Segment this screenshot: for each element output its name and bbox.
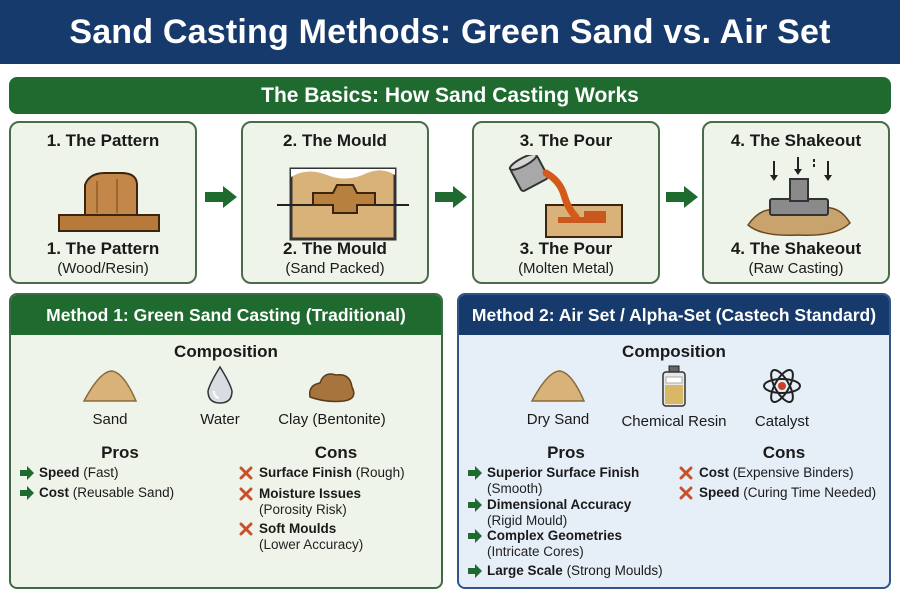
con-label: Moisture Issues (259, 486, 362, 501)
arrow-right-icon (468, 466, 482, 480)
arrow-right-icon (20, 466, 34, 480)
page-title-banner: Sand Casting Methods: Green Sand vs. Air… (0, 0, 900, 64)
atom-icon (763, 369, 801, 403)
pro-detail: (Smooth) (487, 481, 543, 496)
pro-label: Dimensional Accuracy (487, 497, 632, 512)
x-mark-icon (239, 487, 253, 501)
pro-label: Complex Geometries (487, 528, 623, 543)
ingredient-resin: Chemical Resin (609, 365, 739, 430)
step-caption: 3. The Pour (519, 239, 613, 258)
sand-pile-icon (530, 370, 586, 402)
x-mark-icon (679, 466, 693, 480)
resin-bottle-icon (662, 365, 686, 407)
con-label: Speed (699, 485, 740, 500)
step-detail: (Molten Metal) (518, 260, 614, 277)
composition-title: Composition (174, 342, 278, 361)
pro-label: Cost (39, 485, 69, 500)
step-detail: (Raw Casting) (748, 260, 844, 277)
step-title: 3. The Pour (519, 131, 613, 150)
step-detail: (Wood/Resin) (57, 260, 149, 277)
pro-item: Complex Geometries (Intricate Cores) (467, 528, 679, 560)
shakeout-icon (746, 157, 851, 237)
pro-label: Large Scale (487, 563, 563, 578)
con-detail: (Curing Time Needed) (743, 485, 877, 500)
pattern-icon (58, 172, 160, 232)
step-mould: 2. The Mould 2. The Mould (Sand Packed) (241, 121, 429, 284)
water-drop-icon (207, 365, 233, 404)
ingredient-dry-sand: Dry Sand (493, 365, 623, 428)
clay-lump-icon (308, 373, 355, 403)
step-title: 1. The Pattern (46, 131, 160, 150)
basics-header: The Basics: How Sand Casting Works (9, 77, 891, 114)
step-caption: 2. The Mould (283, 239, 387, 258)
x-mark-icon (239, 466, 253, 480)
composition-title: Composition (622, 342, 726, 361)
con-item: Soft Moulds (Lower Accuracy) (239, 521, 439, 553)
pro-item: Superior Surface Finish (Smooth) (467, 465, 679, 497)
pro-item: Speed (Fast) (19, 465, 229, 481)
arrow-right-icon (468, 529, 482, 543)
arrow-right-icon (666, 186, 698, 208)
pro-detail: (Reusable Sand) (72, 485, 175, 500)
step-detail: (Sand Packed) (285, 260, 385, 277)
cons-title: Cons (314, 443, 358, 462)
con-detail: (Porosity Risk) (259, 502, 347, 517)
con-item: Moisture Issues (Porosity Risk) (239, 486, 439, 518)
con-detail: (Expensive Binders) (732, 465, 854, 480)
pros-title: Pros (101, 443, 139, 462)
basics-title: The Basics: How Sand Casting Works (261, 83, 639, 107)
ingredient-clay: Clay (Bentonite) (267, 365, 397, 428)
ladle-pour-icon (508, 155, 623, 238)
method-air-set-panel: Method 2: Air Set / Alpha-Set (Castech S… (457, 293, 891, 589)
step-pattern: 1. The Pattern 1. The Pattern (Wood/Resi… (9, 121, 197, 284)
pro-detail: (Strong Moulds) (566, 563, 663, 578)
ingredient-label: Sand (92, 411, 128, 428)
x-mark-icon (239, 522, 253, 536)
ingredient-label: Dry Sand (526, 411, 590, 428)
step-caption: 1. The Pattern (46, 239, 160, 258)
mould-icon (277, 167, 409, 241)
page-title: Sand Casting Methods: Green Sand vs. Air… (69, 12, 831, 51)
pro-item: Dimensional Accuracy (Rigid Mould) (467, 497, 679, 529)
con-detail: (Lower Accuracy) (259, 537, 364, 552)
pro-item: Large Scale (Strong Moulds) (467, 563, 687, 579)
cons-title: Cons (762, 443, 806, 462)
method-green-sand-panel: Method 1: Green Sand Casting (Traditiona… (9, 293, 443, 589)
method-title: Method 1: Green Sand Casting (Traditiona… (11, 295, 441, 335)
pro-detail: (Rigid Mould) (487, 513, 568, 528)
pro-label: Speed (39, 465, 80, 480)
con-label: Soft Moulds (259, 521, 337, 536)
step-shakeout: 4. The Shakeout 4. The Shakeout (Raw Cas… (702, 121, 890, 284)
con-item: Cost (Expensive Binders) (679, 465, 889, 481)
arrow-right-icon (468, 498, 482, 512)
method-title: Method 2: Air Set / Alpha-Set (Castech S… (459, 295, 889, 335)
con-label: Cost (699, 465, 729, 480)
pro-label: Superior Surface Finish (487, 465, 640, 480)
con-detail: (Rough) (355, 465, 405, 480)
step-title: 4. The Shakeout (730, 131, 862, 150)
ingredient-sand: Sand (45, 365, 175, 428)
pro-item: Cost (Reusable Sand) (19, 485, 229, 501)
con-item: Surface Finish (Rough) (239, 465, 439, 481)
ingredient-catalyst: Catalyst (717, 365, 847, 430)
step-pour: 3. The Pour 3. The Pour (Molten Metal) (472, 121, 660, 284)
ingredient-label: Clay (Bentonite) (278, 411, 386, 428)
con-label: Surface Finish (259, 465, 353, 480)
ingredient-label: Chemical Resin (621, 413, 727, 430)
ingredient-water: Water (155, 365, 285, 428)
step-title: 2. The Mould (283, 131, 387, 150)
pro-detail: (Fast) (83, 465, 119, 480)
pro-detail: (Intricate Cores) (487, 544, 584, 559)
sand-pile-icon (82, 370, 138, 402)
pros-title: Pros (547, 443, 585, 462)
con-item: Speed (Curing Time Needed) (679, 485, 889, 501)
step-caption: 4. The Shakeout (730, 239, 862, 258)
ingredient-label: Water (200, 411, 240, 428)
ingredient-label: Catalyst (754, 413, 810, 430)
arrow-right-icon (205, 186, 237, 208)
arrow-right-icon (468, 564, 482, 578)
arrow-right-icon (20, 486, 34, 500)
arrow-right-icon (435, 186, 467, 208)
x-mark-icon (679, 486, 693, 500)
